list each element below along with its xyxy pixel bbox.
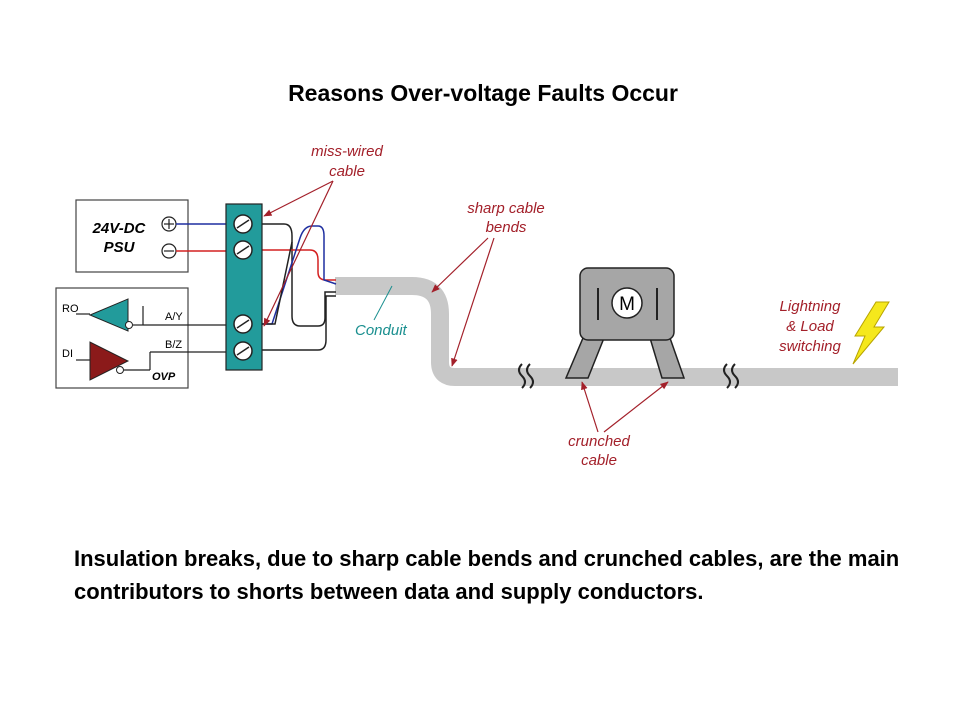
screw-terminal-icon [233, 314, 253, 334]
psu-label-line1: 24V-DC [92, 220, 147, 237]
crunched-label-1: crunched [568, 433, 630, 450]
minus-circle-icon [161, 243, 177, 259]
conduit-leader-line [373, 285, 393, 321]
annotation-arrows [263, 180, 669, 433]
bz-label: B/Z [165, 339, 182, 351]
crunched-label-2: cable [581, 452, 617, 469]
page-title: Reasons Over-voltage Faults Occur [288, 80, 678, 106]
conduit [335, 277, 898, 389]
sharp-bends-label-2: bends [486, 219, 527, 236]
psu-label-line2: PSU [104, 239, 136, 256]
ovp-label: OVP [152, 371, 176, 383]
screw-terminal-icon [233, 240, 253, 260]
screw-terminal-icon [233, 214, 253, 234]
psu-box: 24V-DC PSU [75, 199, 226, 273]
lightning-label-3: switching [779, 338, 841, 355]
plus-circle-icon [161, 216, 177, 232]
driver-buffer-icon [89, 341, 130, 381]
ro-label: RO [62, 303, 79, 315]
lightning-label-1: Lightning [780, 298, 842, 315]
screw-terminal-icon [233, 341, 253, 361]
cable-break-mark [518, 363, 534, 389]
transceiver-box: RO DI A/Y B/Z OVP [55, 287, 226, 389]
caption-text: Insulation breaks, due to sharp cable be… [74, 546, 900, 604]
di-label: DI [62, 348, 73, 360]
lightning-bolt-icon [852, 301, 890, 365]
terminal-block [225, 203, 263, 371]
motor-icon: M [564, 267, 686, 379]
cable-break-mark [723, 363, 739, 389]
lightning-label-2: & Load [786, 318, 834, 335]
receiver-buffer-icon [88, 298, 129, 332]
miswired-label-1: miss-wired [311, 143, 383, 160]
wires [262, 223, 337, 351]
motor-label: M [619, 294, 635, 315]
miswired-label-2: cable [329, 163, 365, 180]
sharp-bends-label-1: sharp cable [467, 200, 545, 217]
ay-label: A/Y [165, 311, 183, 323]
conduit-label: Conduit [355, 322, 408, 339]
